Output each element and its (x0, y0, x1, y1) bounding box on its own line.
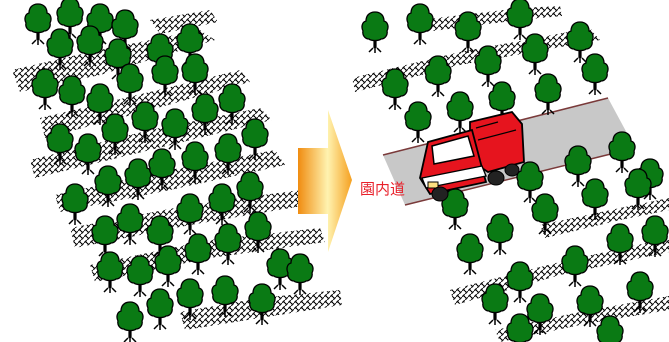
before-orchard (12, 0, 342, 342)
after-orchard (352, 0, 669, 342)
trees-left (25, 0, 313, 342)
road-label: 園内道 (360, 178, 405, 199)
